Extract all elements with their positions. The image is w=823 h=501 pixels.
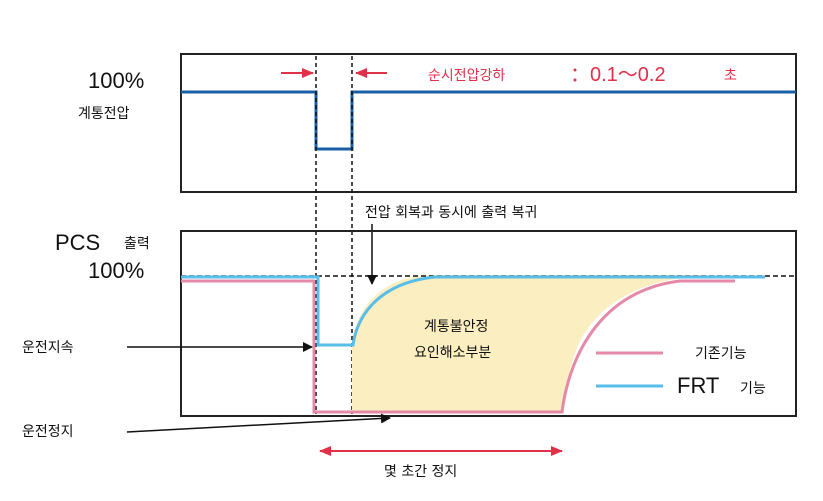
- frt-function-curve: [181, 275, 765, 347]
- existing-function-curve: [181, 279, 735, 414]
- stop-operation-arrow: [126, 413, 391, 433]
- dip-duration-unit: 초: [724, 68, 737, 84]
- region-label-line2: 요인해소부분: [414, 345, 491, 361]
- bottom-level-label: 100%: [88, 258, 144, 283]
- legend-frt-label: FRT: [677, 373, 719, 398]
- top-panel-frame: [180, 53, 797, 193]
- legend-frt-sub: 기능: [740, 381, 766, 397]
- bottom-panel-frame: [180, 230, 797, 417]
- pcs-title-sub: 출력: [124, 236, 150, 252]
- continue-operation-label: 운전지속: [22, 340, 74, 356]
- dip-duration: ：0.1～0.2: [570, 64, 666, 86]
- recovery-note: 전압 회복과 동시에 출력 복귀: [365, 205, 537, 221]
- stop-duration-label: 몇 초간 정지: [384, 464, 457, 480]
- unstable-region: [352, 275, 712, 413]
- pcs-title: PCS: [55, 230, 100, 255]
- voltage-label: 계통전압: [78, 106, 130, 122]
- legend-existing-label: 기존기능: [695, 346, 747, 362]
- region-label-line1: 계통불안정: [424, 319, 488, 335]
- dip-label: 순시전압강하: [428, 68, 505, 84]
- grid-voltage-line: [181, 90, 796, 151]
- stop-operation-label: 운전정지: [22, 424, 74, 440]
- top-level-label: 100%: [88, 68, 144, 93]
